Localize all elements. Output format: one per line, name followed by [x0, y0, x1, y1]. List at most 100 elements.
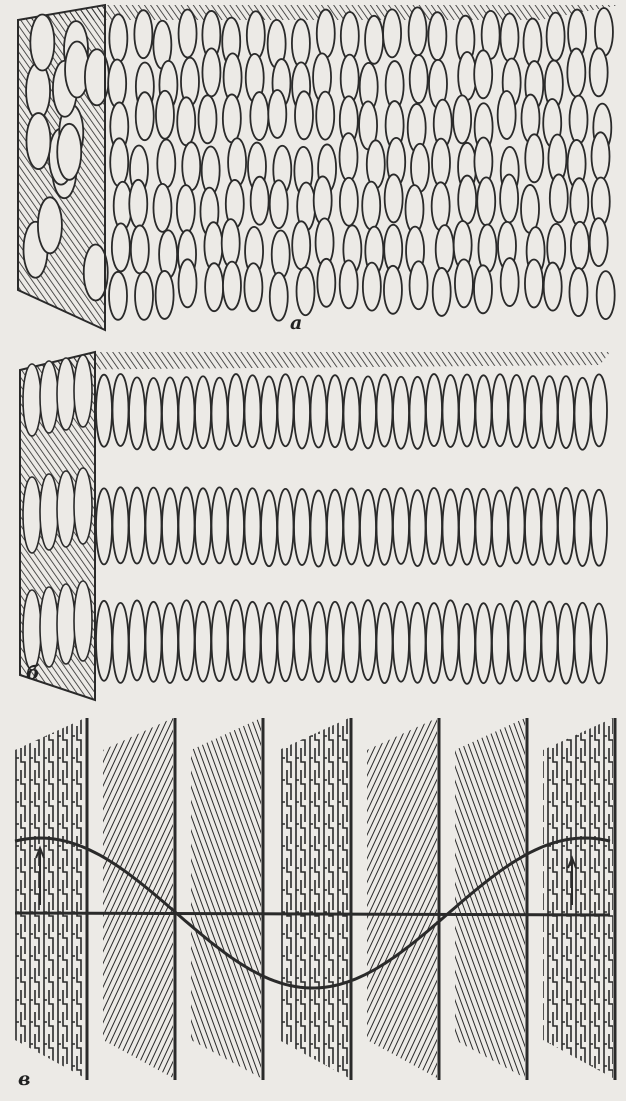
- molecule: [383, 173, 404, 224]
- molecule: [473, 264, 493, 315]
- molecule: [364, 14, 384, 65]
- molecule: [295, 266, 316, 317]
- layer-2-molecule: [408, 489, 427, 568]
- layer-1-molecule: [161, 376, 179, 451]
- molecule-side: [56, 122, 83, 181]
- layer-3-molecule: [260, 601, 278, 684]
- layer-1-molecule: [524, 375, 542, 449]
- molecule-side: [56, 470, 76, 548]
- layer-3-molecule: [392, 600, 410, 683]
- layer-2-molecule: [144, 486, 163, 565]
- layer-1-molecule: [243, 374, 262, 449]
- molecule: [338, 259, 359, 310]
- layer-2-molecule: [260, 489, 278, 568]
- layer-3-molecule: [177, 599, 196, 682]
- layer-2-molecule: [309, 489, 328, 568]
- layer-1-molecule: [210, 376, 229, 451]
- layer-1-molecule: [276, 373, 295, 448]
- layer-1-molecule: [557, 375, 575, 450]
- layer-2-molecule: [293, 488, 311, 566]
- layer-3-molecule: [359, 599, 377, 681]
- layer-1-molecule: [293, 375, 311, 450]
- panel-c-cholesteric: [14, 718, 617, 1080]
- molecule: [588, 47, 609, 98]
- molecule-side: [82, 243, 109, 302]
- layer-2-molecule: [210, 486, 229, 565]
- molecule: [134, 91, 155, 142]
- layer-3-molecule: [161, 602, 179, 684]
- molecule: [133, 9, 154, 60]
- layer-1-molecule: [441, 374, 460, 448]
- layer-1-molecule: [507, 374, 526, 448]
- molecule: [291, 18, 311, 69]
- panel-b-smectic: [19, 350, 610, 702]
- layer-2-molecule: [441, 488, 460, 567]
- layer-3-molecule: [95, 599, 113, 682]
- layer-1-molecule: [194, 375, 212, 450]
- molecule: [177, 8, 198, 59]
- molecule: [382, 8, 402, 59]
- panel-a-nematic: [17, 3, 620, 332]
- molecule: [427, 11, 448, 62]
- molecule: [434, 224, 455, 275]
- molecule: [542, 261, 563, 312]
- molecule: [568, 267, 589, 317]
- molecule: [520, 184, 540, 234]
- director-wave: [14, 836, 611, 990]
- layer-3-molecule: [540, 600, 559, 683]
- slab: [279, 718, 349, 1078]
- layer-1-molecule: [375, 373, 394, 448]
- layer-2-molecule: [177, 486, 196, 565]
- molecule-side: [22, 476, 42, 554]
- molecule: [268, 179, 289, 230]
- layer-2-molecule: [540, 487, 559, 566]
- molecule: [249, 91, 270, 141]
- layer-3-molecule: [243, 600, 262, 683]
- layer-2-molecule: [590, 488, 608, 567]
- molecule: [473, 49, 494, 100]
- layer-3-molecule: [474, 602, 493, 685]
- layer-3-molecule: [590, 602, 608, 685]
- layer-2-molecule: [474, 487, 493, 566]
- molecule: [548, 173, 569, 224]
- layer-1-molecule: [425, 373, 443, 447]
- layer-2-molecule: [276, 487, 295, 566]
- layer-2-molecule: [507, 486, 526, 565]
- layer-3-molecule: [276, 600, 295, 683]
- layer-3-molecule: [210, 600, 229, 683]
- layer-3-molecule: [375, 602, 394, 685]
- layer-2-molecule: [243, 487, 262, 566]
- molecule: [108, 270, 128, 321]
- molecule: [431, 267, 452, 317]
- molecule: [227, 137, 247, 188]
- molecule: [177, 258, 198, 309]
- molecule: [496, 90, 517, 140]
- molecule: [566, 47, 587, 98]
- molecule-side: [56, 357, 76, 431]
- layer-2-molecule: [342, 487, 361, 566]
- layer-1-molecule: [590, 373, 608, 448]
- layer-2-molecule: [359, 489, 377, 567]
- slab: [191, 718, 261, 1078]
- layer-3-molecule: [425, 602, 443, 684]
- layer-2-molecule: [573, 489, 592, 568]
- layer-2-molecule: [128, 486, 146, 565]
- layer-1-molecule: [458, 373, 476, 448]
- molecule: [267, 89, 288, 139]
- molecule: [222, 260, 242, 311]
- molecule-side: [37, 196, 63, 255]
- layer-3-molecule: [227, 599, 245, 681]
- top-face: [20, 352, 610, 370]
- top-face: [18, 5, 620, 20]
- layer-1-molecule: [392, 375, 410, 450]
- molecule: [201, 47, 222, 98]
- molecule: [407, 6, 428, 57]
- layer-1-molecule: [540, 375, 559, 450]
- molecule: [431, 137, 451, 188]
- molecule-side: [29, 13, 56, 72]
- molecule-side: [39, 360, 59, 434]
- director-arrow-icon: [567, 855, 577, 905]
- layer-3-molecule: [573, 601, 592, 684]
- molecule: [568, 94, 589, 145]
